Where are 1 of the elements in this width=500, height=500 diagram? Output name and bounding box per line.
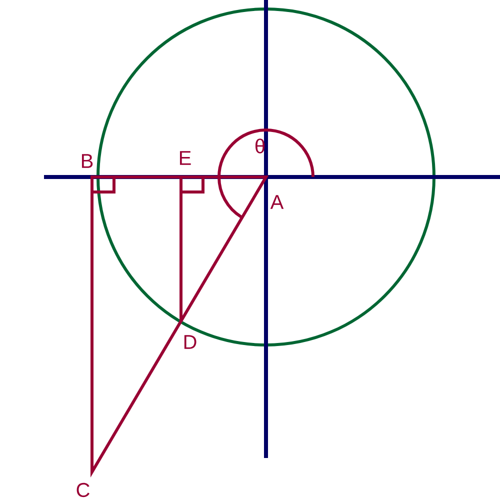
point-label: C bbox=[76, 482, 90, 498]
